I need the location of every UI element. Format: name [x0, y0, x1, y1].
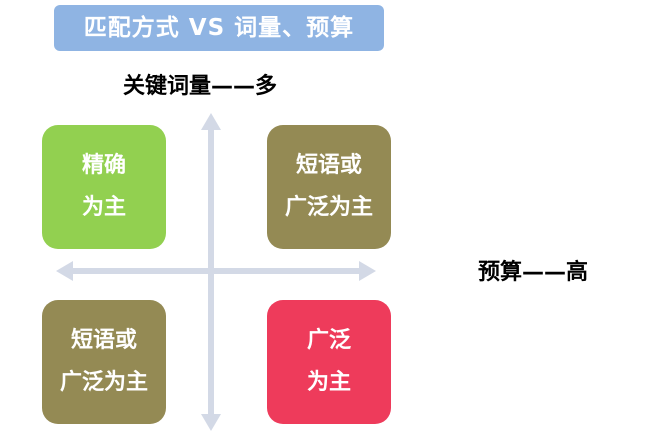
quadrant-text-line: 短语或 [70, 328, 137, 353]
quadrant-text-line: 精确 [81, 153, 126, 178]
diagram-title: 匹配方式 VS 词量、预算 [54, 5, 384, 51]
arrow-left-icon [56, 261, 73, 281]
quadrant-text-line: 广泛为主 [284, 195, 373, 220]
horizontal-axis [70, 268, 362, 274]
quadrant-text-line: 短语或 [295, 153, 362, 178]
y-axis-label: 关键词量——多 [123, 74, 278, 99]
quadrant-text-line: 广泛为主 [59, 370, 148, 395]
quadrant-top-left: 精确 为主 [42, 125, 166, 249]
quadrant-text-line: 广泛 [306, 328, 351, 353]
quadrant-bottom-left: 短语或 广泛为主 [42, 300, 166, 424]
quadrant-text-line: 为主 [306, 370, 351, 395]
quadrant-bottom-right: 广泛 为主 [267, 300, 391, 424]
arrow-down-icon [201, 414, 221, 431]
arrow-right-icon [359, 261, 376, 281]
arrow-up-icon [201, 113, 221, 130]
quadrant-text-line: 为主 [81, 195, 126, 220]
quadrant-top-right: 短语或 广泛为主 [267, 125, 391, 249]
x-axis-label: 预算——高 [478, 260, 589, 285]
